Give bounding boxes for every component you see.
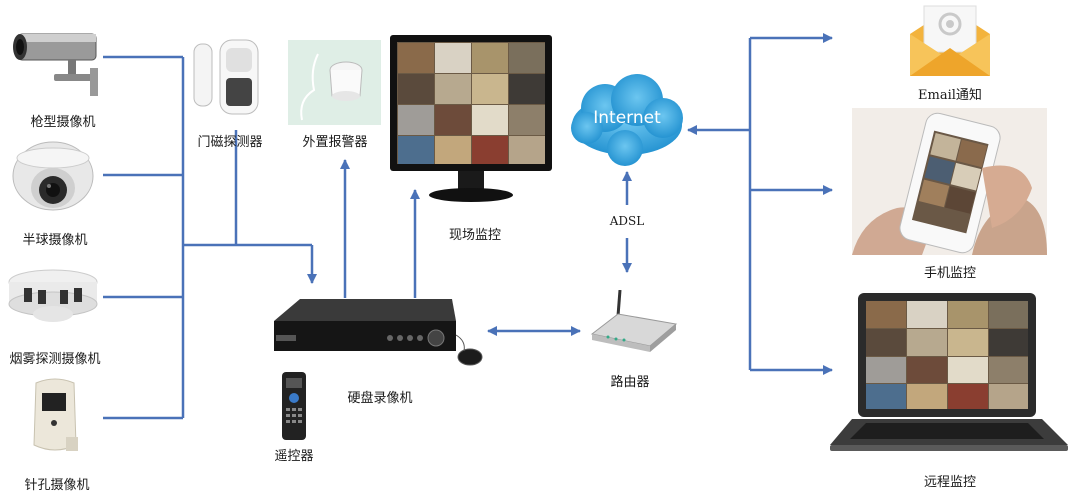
router-icon	[588, 289, 680, 355]
pinhole-camera-label: 针孔摄像机	[24, 478, 90, 493]
dome-camera-icon	[8, 136, 98, 226]
laptop-icon	[830, 293, 1070, 463]
dvr-label: 硬盘录像机	[347, 391, 413, 406]
onsite-monitor-icon	[390, 35, 552, 205]
pinhole-camera-icon	[28, 375, 83, 457]
router-label: 路由器	[610, 375, 650, 390]
external-alarm-label: 外置报警器	[302, 135, 368, 150]
internet-cloud-icon	[565, 70, 690, 170]
internet-label: Internet	[593, 108, 661, 128]
mobile-label: 手机监控	[923, 266, 976, 281]
external-alarm-icon	[288, 40, 381, 125]
dome-camera-label: 半球摄像机	[22, 233, 88, 248]
adsl-label: ADSL	[609, 214, 645, 228]
remote-control-icon	[280, 370, 308, 442]
mobile-phone-icon	[852, 108, 1047, 255]
remote-monitor-label: 远程监控	[923, 475, 976, 490]
email-label: Email通知	[918, 88, 982, 103]
door-sensor-label: 门磁探测器	[197, 135, 263, 150]
onsite-monitor-label: 现场监控	[448, 228, 501, 243]
door-sensor-icon	[192, 38, 262, 118]
smoke-detector-camera-icon	[4, 258, 102, 332]
dvr-icon	[270, 295, 490, 370]
bullet-camera-icon	[10, 28, 105, 98]
email-icon	[900, 2, 1000, 80]
remote-label: 遥控器	[274, 449, 314, 464]
smoke-camera-label: 烟雾探测摄像机	[9, 352, 101, 367]
bullet-camera-label: 枪型摄像机	[30, 115, 96, 130]
